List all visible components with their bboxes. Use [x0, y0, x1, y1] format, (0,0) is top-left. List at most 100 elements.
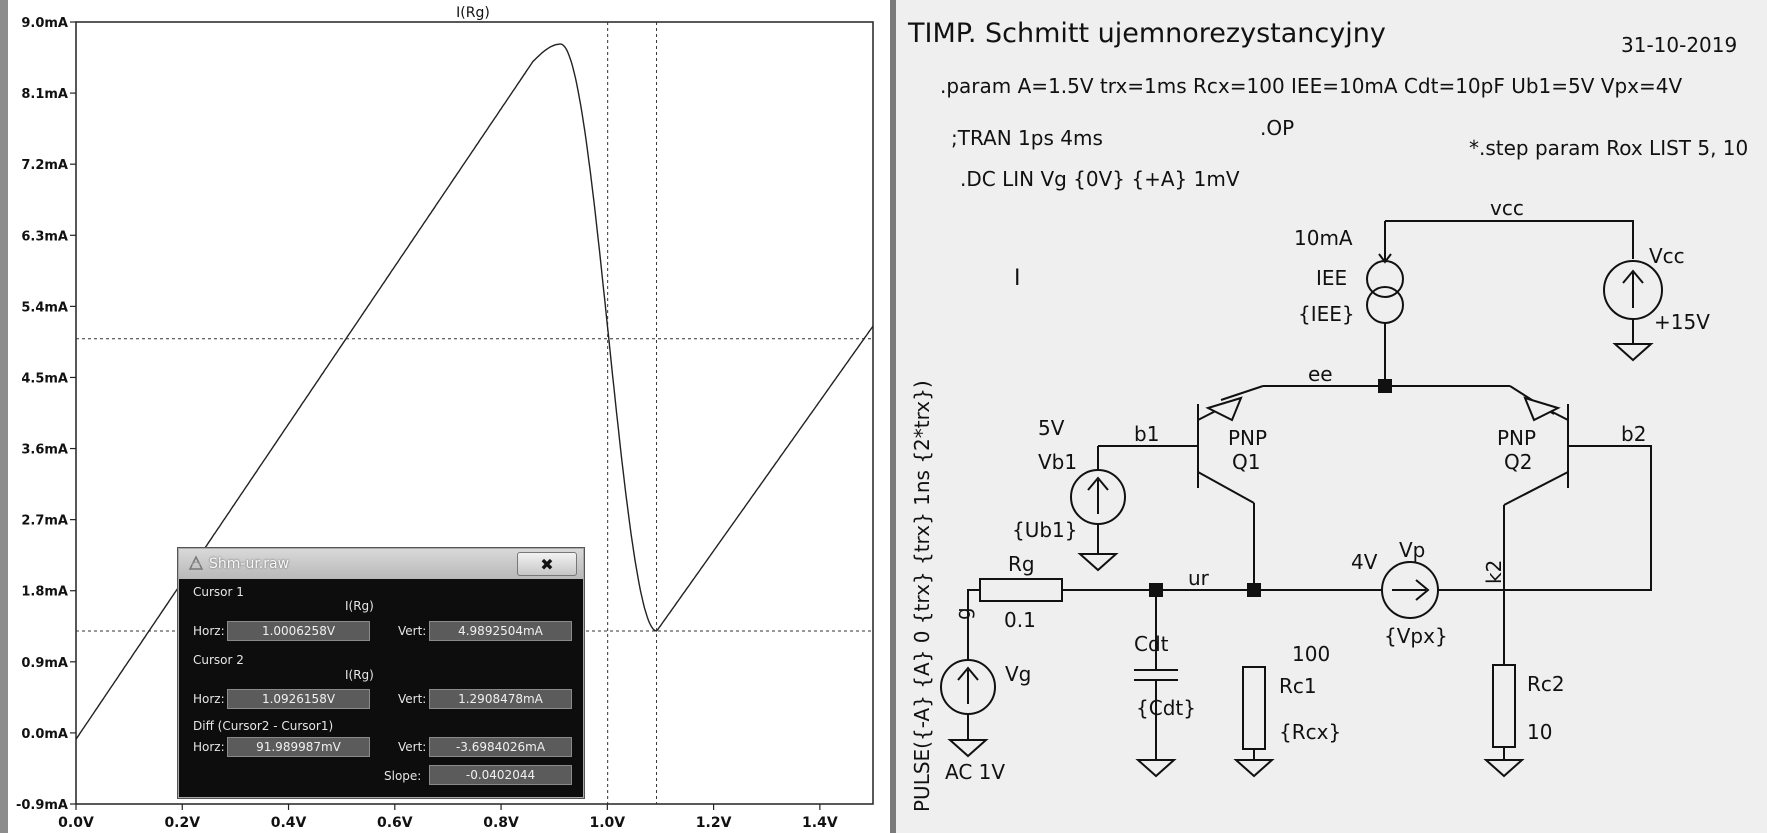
i-rg-trace — [75, 43, 874, 740]
rg-name-label[interactable]: Rg — [1008, 552, 1035, 576]
rg-value-label[interactable]: 0.1 — [1004, 608, 1036, 632]
slope-label: Slope: — [384, 769, 422, 783]
vp-param-label[interactable]: {Vpx} — [1384, 624, 1448, 648]
vg-ac-label[interactable]: AC 1V — [945, 760, 1006, 784]
ground-symbol-vg — [947, 739, 989, 758]
y-tick-label: 0.9mA — [21, 656, 68, 671]
wire-b1 — [1097, 445, 1198, 470]
wire-b2 — [1568, 445, 1652, 591]
q1-transistor-symbol[interactable] — [1197, 396, 1255, 504]
ground-symbol-rc2 — [1483, 759, 1525, 778]
cdt-param-label[interactable]: {Cdt} — [1136, 696, 1196, 720]
rc1-name-label[interactable]: Rc1 — [1279, 674, 1317, 698]
net-label-ur[interactable]: ur — [1188, 566, 1209, 590]
cursor2-trace: I(Rg) — [345, 668, 374, 682]
vg-pulse-label[interactable]: PULSE({-A} {A} 0 {trx} {trx} 1ns {2*trx}… — [910, 380, 934, 812]
pane-divider[interactable] — [890, 0, 896, 833]
q1-name-label[interactable]: Q1 — [1232, 450, 1261, 474]
y-tick-label: 3.6mA — [21, 443, 68, 458]
wire-vcc — [1385, 220, 1634, 259]
wire-ee-q1 — [1220, 385, 1264, 401]
cursor2-vert-label: Vert: — [398, 692, 427, 706]
schematic-canvas[interactable] — [896, 0, 1767, 833]
vg-voltage-source-symbol[interactable] — [940, 659, 996, 715]
iee-current-source-symbol[interactable] — [1366, 252, 1404, 324]
ground-symbol — [1612, 343, 1654, 362]
step-directive[interactable]: *.step param Rox LIST 5, 10 — [1469, 136, 1749, 160]
y-tick-label: 1.8mA — [21, 585, 68, 600]
op-directive[interactable]: .OP — [1260, 116, 1295, 140]
net-label-b2[interactable]: b2 — [1621, 422, 1647, 446]
net-label-g[interactable]: g — [951, 607, 975, 620]
diff-vert-label: Vert: — [398, 740, 427, 754]
close-button[interactable]: ✖ — [517, 552, 577, 576]
vp-value-label[interactable]: 4V — [1351, 550, 1378, 574]
cursor2-vert-field[interactable]: 1.2908478mA — [429, 689, 572, 709]
diff-vert-field[interactable]: -3.6984026mA — [429, 737, 572, 757]
schematic-pane[interactable]: TIMP. Schmitt ujemnorezystancyjny 31-10-… — [896, 0, 1767, 833]
cdt-capacitor-symbol[interactable] — [1134, 669, 1178, 681]
vb1-param-label[interactable]: {Ub1} — [1012, 518, 1078, 542]
q2-transistor-symbol[interactable] — [1503, 396, 1569, 506]
schematic-title[interactable]: TIMP. Schmitt ujemnorezystancyjny — [908, 18, 1386, 49]
slope-field[interactable]: -0.0402044 — [429, 765, 572, 785]
dc-directive[interactable]: .DC LIN Vg {0V} {+A} 1mV — [960, 167, 1240, 191]
tran-directive[interactable]: ;TRAN 1ps 4ms — [951, 126, 1103, 150]
cursor1-vert-field[interactable]: 4.9892504mA — [429, 621, 572, 641]
net-label-vcc[interactable]: vcc — [1490, 196, 1524, 220]
vb1-value-label[interactable]: 5V — [1038, 416, 1065, 440]
rc2-name-label[interactable]: Rc2 — [1527, 672, 1565, 696]
cursor1-horz-field[interactable]: 1.0006258V — [227, 621, 370, 641]
dialog-title: Shm-ur.raw — [209, 556, 290, 572]
diff-label: Diff (Cursor2 - Cursor1) — [193, 719, 334, 733]
net-label-ee[interactable]: ee — [1308, 362, 1333, 386]
cursor2-horz-field[interactable]: 1.0926158V — [227, 689, 370, 709]
cdt-name-label[interactable]: Cdt — [1134, 632, 1169, 656]
rg-resistor-symbol[interactable] — [979, 578, 1063, 602]
vcc-name-label[interactable]: Vcc — [1649, 244, 1685, 268]
close-icon: ✖ — [540, 554, 554, 574]
x-tick-label: 0.0V — [58, 815, 94, 831]
param-directive[interactable]: .param A=1.5V trx=1ms Rcx=100 IEE=10mA C… — [940, 74, 1683, 98]
iee-param-label[interactable]: {IEE} — [1298, 302, 1355, 326]
vcc-value-label[interactable]: +15V — [1654, 310, 1710, 334]
x-tick-label: 0.4V — [271, 815, 307, 831]
iee-value-label[interactable]: 10mA — [1294, 226, 1353, 250]
cursor-dialog[interactable]: Shm-ur.raw ✖ Cursor 1 I(Rg) Horz: 1.0006… — [178, 548, 584, 798]
diff-horz-field[interactable]: 91.989987mV — [227, 737, 370, 757]
iee-name-label[interactable]: IEE — [1316, 266, 1348, 290]
vp-voltage-source-symbol[interactable] — [1381, 561, 1439, 619]
wire-g — [967, 589, 980, 660]
window-edge — [0, 0, 8, 833]
q1-type-label[interactable]: PNP — [1228, 426, 1268, 450]
q2-name-label[interactable]: Q2 — [1504, 450, 1533, 474]
vp-name-label[interactable]: Vp — [1399, 538, 1426, 562]
trace-title[interactable]: I(Rg) — [456, 5, 490, 21]
cursor1-horz-label: Horz: — [193, 624, 225, 638]
ground-symbol-cdt — [1135, 759, 1177, 778]
vb1-name-label[interactable]: Vb1 — [1038, 450, 1078, 474]
x-tick-label: 0.2V — [164, 815, 200, 831]
rc2-value-label[interactable]: 10 — [1527, 720, 1553, 744]
cursor1-vert-label: Vert: — [398, 624, 427, 638]
ground-symbol-vb1 — [1077, 553, 1119, 572]
dialog-titlebar[interactable]: Shm-ur.raw ✖ — [179, 549, 583, 579]
net-label-k2[interactable]: k2 — [1482, 559, 1506, 584]
rc1-resistor-symbol[interactable] — [1242, 666, 1266, 750]
rc2-resistor-symbol[interactable] — [1492, 664, 1516, 748]
diff-horz-label: Horz: — [193, 740, 225, 754]
y-tick-label: -0.9mA — [16, 798, 68, 813]
rc1-value-label[interactable]: 100 — [1292, 642, 1331, 666]
x-tick-label: 1.0V — [590, 815, 626, 831]
cursor1-trace: I(Rg) — [345, 599, 374, 613]
vg-name-label[interactable]: Vg — [1005, 662, 1032, 686]
vb1-voltage-source-symbol[interactable] — [1070, 469, 1126, 525]
rc1-param-label[interactable]: {Rcx} — [1279, 720, 1342, 744]
net-label-b1[interactable]: b1 — [1134, 422, 1160, 446]
ground-symbol-rc1 — [1233, 759, 1275, 778]
schematic-date[interactable]: 31-10-2019 — [1621, 33, 1738, 57]
y-tick-label: 0.0mA — [21, 727, 68, 742]
q2-type-label[interactable]: PNP — [1497, 426, 1537, 450]
y-tick-label: 9.0mA — [21, 16, 68, 31]
